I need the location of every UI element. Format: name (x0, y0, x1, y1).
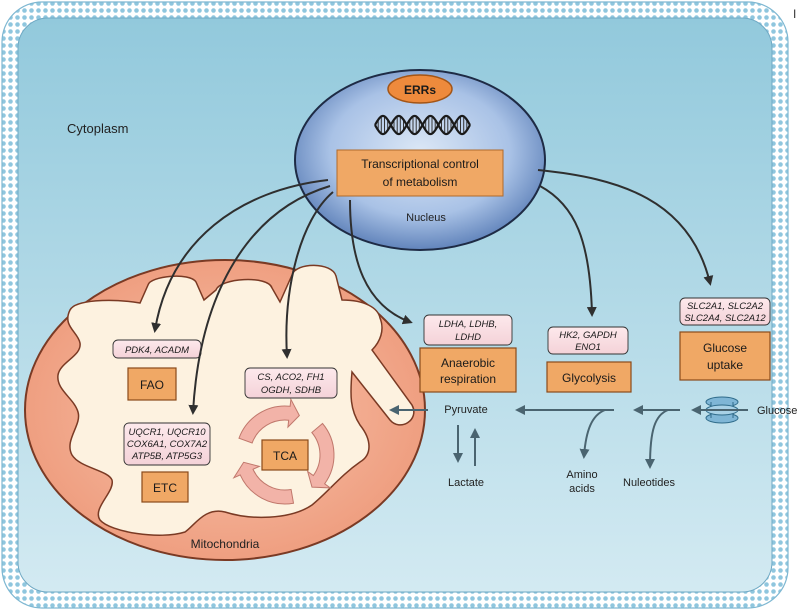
transcription-line1: Transcriptional control (361, 157, 479, 171)
gene-box-anaerobic: LDHA, LDHB, LDHD (423, 314, 513, 346)
arrow-to-amino-acids (579, 409, 606, 459)
gene-glucose-line2: SLC2A4, SLC2A12 (684, 313, 766, 324)
amino-acids-line2: acids (569, 483, 595, 495)
gene-box-glucose: SLC2A1, SLC2A2 SLC2A4, SLC2A12 (679, 297, 771, 326)
gene-anaerobic-line1: LDHA, LDHB, (439, 319, 498, 330)
gene-glycolysis-line1: HK2, GAPDH (559, 330, 617, 341)
gene-etc-line2: COX6A1, COX7A2 (127, 439, 208, 450)
lactate-label: Lactate (448, 477, 484, 489)
nucleus-label: Nucleus (406, 212, 446, 224)
gene-glycolysis-line2: ENO1 (575, 342, 601, 353)
gene-anaerobic-line2: LDHD (455, 332, 481, 343)
tca-cycle-arrow (306, 422, 335, 489)
glucose-label: Glucose (757, 405, 797, 417)
process-glucose-uptake-line1: Glucose (703, 341, 747, 355)
arrow-to-fao (151, 179, 329, 333)
process-anaerobic-line1: Anaerobic (441, 356, 495, 370)
gene-etc-line1: UQCR1, UQCR10 (128, 427, 206, 438)
transcription-line2: of metabolism (383, 175, 458, 189)
glucose-transporter-icon (705, 396, 739, 424)
gene-etc-line3: ATP5B, ATP5G3 (131, 451, 203, 462)
dna-strand (374, 114, 471, 136)
arrow-to-anaerobic (349, 199, 413, 325)
process-etc-label: ETC (153, 481, 177, 495)
arrow-to-glucose-uptake (537, 169, 714, 286)
transcription-box (336, 149, 504, 197)
gene-box-fao: PDK4, ACADM (112, 339, 202, 359)
process-anaerobic-line2: respiration (440, 372, 496, 386)
arrow-to-glycolysis (539, 185, 597, 317)
process-glucose-uptake-line2: uptake (707, 358, 743, 372)
corner-mark: I (793, 7, 796, 21)
gene-box-tca: CS, ACO2, FH1 OGDH, SDHB (244, 367, 338, 399)
nucleus: ERRs Transcriptional control of metaboli… (294, 69, 546, 251)
regulation-arrows (151, 169, 714, 415)
mitochondrion: Mitochondria (24, 259, 426, 561)
nucleotides-label: Nuleotides (623, 477, 675, 489)
gene-box-glycolysis: HK2, GAPDH ENO1 (547, 326, 629, 355)
gene-glucose-line1: SLC2A1, SLC2A2 (687, 301, 764, 312)
process-glycolysis: Glycolysis (546, 361, 632, 393)
gene-fao-line1: PDK4, ACADM (125, 345, 189, 356)
process-glycolysis-label: Glycolysis (562, 371, 616, 385)
dna-helix-icon (374, 114, 471, 136)
process-etc: ETC (141, 471, 189, 503)
gene-tca-line2: OGDH, SDHB (261, 385, 322, 396)
pyruvate-label: Pyruvate (444, 404, 487, 416)
process-tca-label: TCA (273, 449, 297, 463)
arrow-to-etc (188, 185, 331, 415)
process-anaerobic: Anaerobic respiration (419, 347, 517, 393)
amino-acids-line1: Amino (566, 469, 597, 481)
process-tca: TCA (261, 439, 309, 471)
gene-tca-line1: CS, ACO2, FH1 (257, 372, 324, 383)
tca-cycle-arrow (232, 461, 295, 505)
tca-cycle-arrow (238, 397, 300, 444)
arrow-to-tca (281, 191, 334, 359)
arrow-to-nucleotides (645, 409, 669, 469)
tca-cycle-arrows (232, 397, 335, 505)
errs-badge (387, 74, 453, 104)
process-fao-label: FAO (140, 378, 164, 392)
errs-label: ERRs (404, 83, 436, 97)
cytoplasm-label: Cytoplasm (67, 121, 128, 136)
process-fao: FAO (127, 367, 177, 401)
gene-box-etc: UQCR1, UQCR10 COX6A1, COX7A2 ATP5B, ATP5… (123, 422, 211, 466)
process-glucose-uptake: Glucose uptake (679, 331, 771, 381)
mitochondria-label: Mitochondria (191, 537, 260, 551)
metabolic-flow-arrows (389, 405, 748, 469)
